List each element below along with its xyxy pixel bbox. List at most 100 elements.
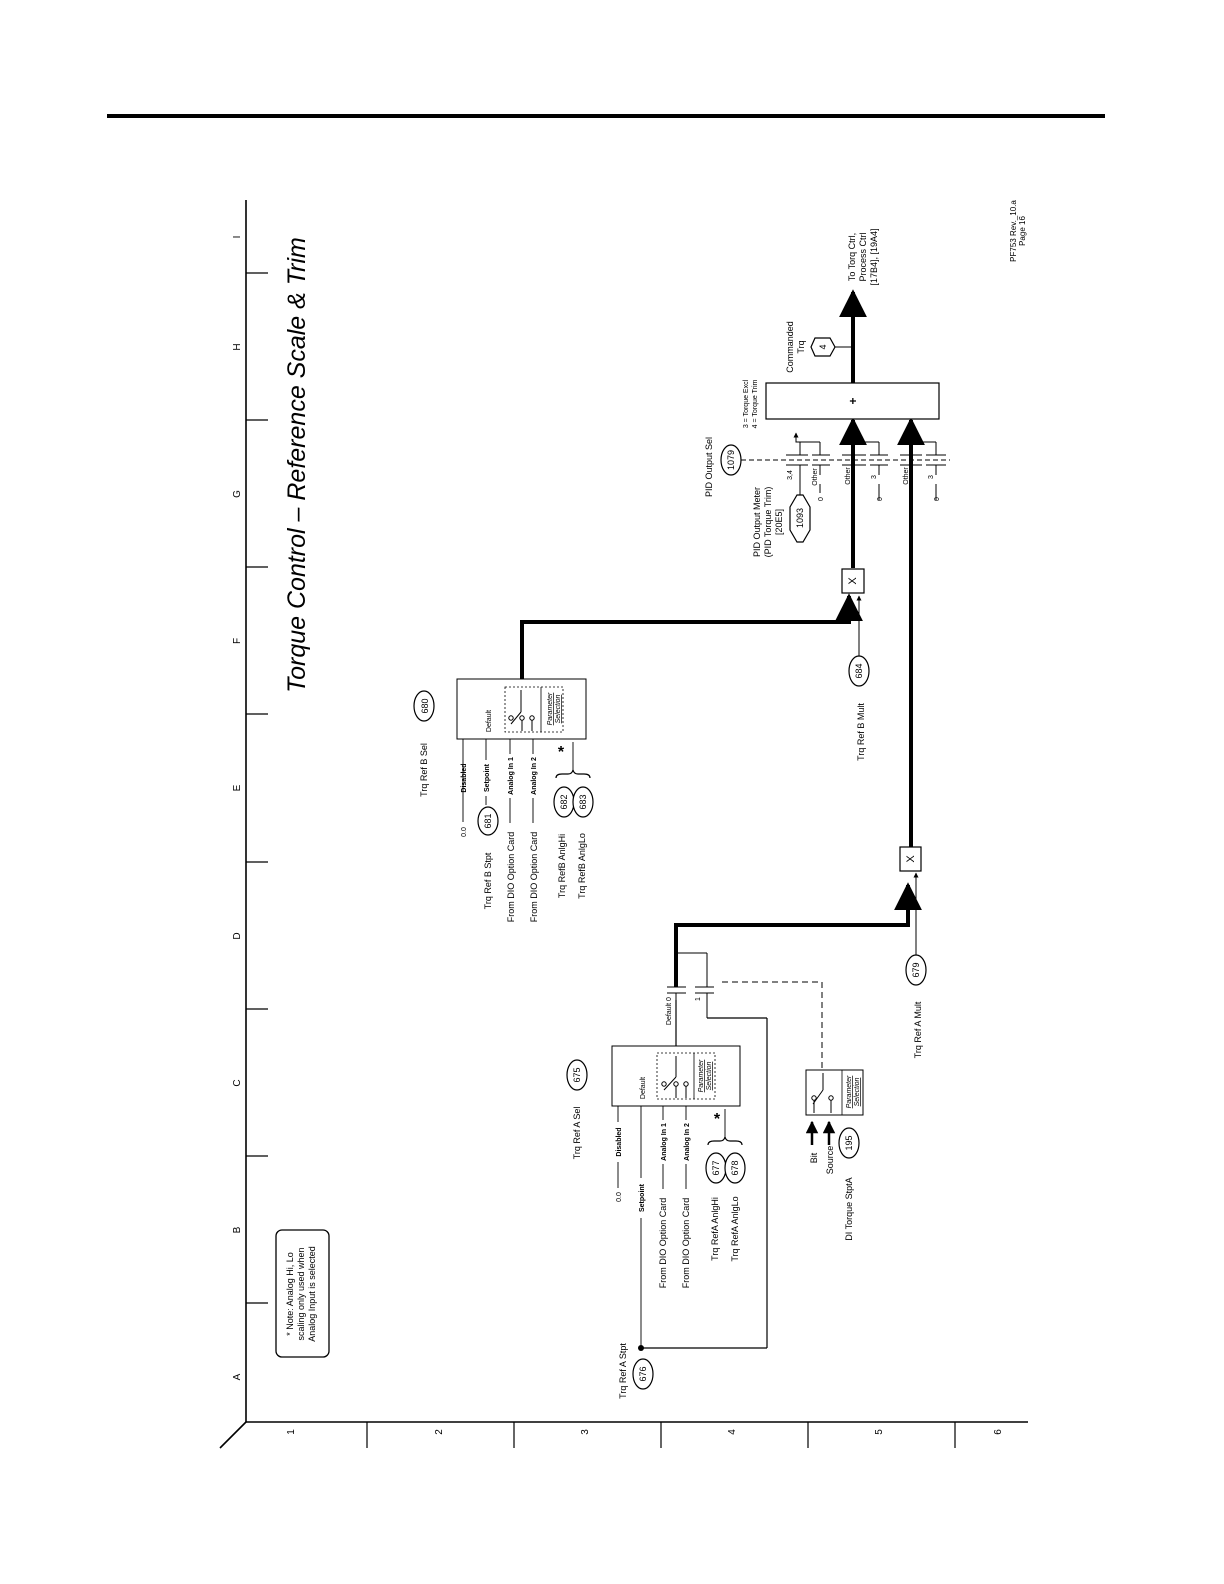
- di-torque-param-text: 195: [844, 1135, 854, 1150]
- ref-b-hi-param-text: 682: [559, 794, 569, 809]
- grid-row-5: 5: [874, 1429, 885, 1435]
- pid-zero-2: 0: [877, 497, 884, 501]
- ref-a-lo-param: [724, 1152, 746, 1184]
- page-title: Torque Control – Reference Scale & Trim: [283, 237, 311, 693]
- signal-paths: [520, 289, 925, 987]
- grid-col-b: B: [232, 1226, 243, 1233]
- ref-a-hi-param-text: 677: [711, 1160, 721, 1175]
- ref-a-mult-label: Trq Ref A Mult: [913, 1001, 923, 1058]
- ref-a-stpt-param: [632, 1358, 654, 1390]
- grid-col-h: H: [232, 343, 243, 350]
- ref-b-stpt-label: Trq Ref B Stpt: [483, 852, 493, 909]
- pid-meter-param-text: 1093: [795, 508, 805, 528]
- grid-col-g: G: [232, 490, 243, 498]
- grid-row-3: 3: [580, 1429, 591, 1435]
- pid-sel-param-text: 1079: [726, 450, 736, 470]
- ref-a-selector: Trq Ref A Sel 675 Parameter Selection De…: [566, 1045, 746, 1348]
- ref-b-param-sel-2: Selection: [555, 694, 562, 723]
- ref-a-stpt-param-text: 676: [638, 1366, 648, 1381]
- summer-symbol: +: [846, 397, 860, 404]
- ref-b-hi-label: Trq RefB AnlgHi: [557, 834, 567, 898]
- note-line-3: Analog Input is selected: [307, 1246, 317, 1342]
- ref-a-stpt-label: Trq Ref A Stpt: [618, 1343, 628, 1399]
- ref-b-stpt-param-text: 681: [483, 813, 493, 828]
- ref-b-zero: 0.0: [461, 827, 468, 837]
- ref-a-default: Default: [640, 1077, 647, 1099]
- pid-output-switches: 1093 PID Output Meter (PID Torque Trim) …: [704, 379, 950, 557]
- ref-a-multiplier-symbol: X: [905, 855, 917, 863]
- stpt-select-switch: Default 0 1: [666, 952, 823, 1070]
- ref-b-analog2: Analog In 2: [531, 757, 538, 795]
- pid-zero-1: 0: [818, 497, 825, 501]
- ref-b-mult-param-text: 684: [854, 663, 864, 678]
- ref-b-dio2: From DIO Option Card: [529, 832, 539, 923]
- ref-a-param-sel-1: Parameter: [698, 1059, 705, 1092]
- pid-three-2: 3: [871, 475, 878, 479]
- pid-legend-2: 4 = Torque Trim: [752, 379, 759, 428]
- ref-b-lo-param-text: 683: [578, 794, 588, 809]
- ref-b-sel-param: [413, 690, 435, 722]
- pid-other-3: Other: [903, 467, 910, 485]
- pid-meter-line-3: [20E5]: [774, 509, 784, 535]
- ref-a-sel-param: [566, 1059, 588, 1091]
- pid-other-1: Other: [812, 468, 819, 486]
- pid-meter-param: [789, 494, 811, 543]
- grid-col-f: F: [232, 638, 243, 644]
- ref-a-stpt-routing: 676 Trq Ref A Stpt: [618, 1017, 768, 1399]
- ref-a-setpoint: Setpoint: [639, 1183, 646, 1212]
- ref-a-dio1: From DIO Option Card: [658, 1198, 668, 1289]
- source-label: Source: [825, 1146, 835, 1175]
- ref-a-multiplier: [899, 846, 922, 872]
- dest-line-2: Process Ctrl: [858, 232, 868, 281]
- ref-b-mult-label: Trq Ref B Mult: [856, 703, 866, 761]
- ref-a-param-sel-2: Selection: [706, 1061, 713, 1090]
- ref-a-sel-param-text: 675: [572, 1067, 582, 1082]
- ref-b-setpoint: Setpoint: [484, 763, 491, 792]
- ref-b-multiplier: [841, 568, 865, 594]
- ref-a-analog2: Analog In 2: [684, 1123, 691, 1161]
- bit-source-selector: Parameter Selection Bit Source 195 DI To…: [805, 1069, 864, 1241]
- ref-b-brace: [555, 769, 591, 779]
- grid-row-1: 1: [286, 1429, 297, 1435]
- grid-col-i: I: [232, 236, 243, 239]
- grid-col-e: E: [232, 784, 243, 791]
- pid-sel-label: PID Output Sel: [704, 437, 714, 497]
- bit-source-box: [805, 1069, 864, 1116]
- ref-b-stpt-param: [477, 806, 499, 836]
- commanded-line-2: Trq: [796, 340, 806, 353]
- grid-frame: [219, 200, 1028, 1449]
- grid-col-a: A: [232, 1373, 243, 1380]
- ref-a-mult-param: [905, 954, 927, 986]
- ref-a-switch-frame: [656, 1052, 716, 1100]
- ref-a-sel-label: Trq Ref A Sel: [572, 1107, 582, 1160]
- pid-meter-line-1: PID Output Meter: [752, 487, 762, 557]
- ref-a-asterisk: *: [714, 1111, 721, 1128]
- ref-a-disabled: Disabled: [616, 1127, 623, 1156]
- pid-pos-34: 3,4: [787, 470, 794, 480]
- ref-a-zero: 0.0: [616, 1192, 623, 1202]
- ref-b-selector: Trq Ref B Sel 680 Parameter Selection De…: [413, 678, 594, 923]
- bit-source-param-sel-1: Parameter: [846, 1075, 853, 1108]
- ref-b-lo-param: [572, 786, 594, 818]
- di-torque-label: DI Torque StptA: [844, 1177, 854, 1240]
- note-box: [275, 1229, 330, 1358]
- revision-line-1: PF753 Rev._10.a: [1009, 200, 1018, 262]
- pid-meter-line-2: (PID Torque Trim): [763, 487, 773, 558]
- ref-a-analog1: Analog In 1: [661, 1123, 668, 1161]
- dest-line-1: To Torq Ctrl,: [847, 233, 857, 281]
- commanded-line-1: Commanded: [785, 321, 795, 373]
- ref-b-multiplier-symbol: X: [847, 577, 859, 585]
- ref-b-asterisk: *: [558, 744, 565, 761]
- ref-b-param-sel-1: Parameter: [547, 692, 554, 725]
- ref-b-mult-param: [848, 655, 870, 687]
- pid-legend-1: 3 = Torque Excl: [743, 379, 750, 428]
- note-line-1: * Note: Analog Hi, Lo: [285, 1252, 295, 1336]
- commanded-trq-param-text: 4: [818, 344, 828, 349]
- stpt-switch-pos1: 1: [695, 997, 702, 1001]
- bit-source-param-sel-2: Selection: [854, 1077, 861, 1106]
- note-line-2: scaling only used when: [296, 1247, 306, 1340]
- ref-a-stpt-junction: [638, 1345, 644, 1351]
- grid-row-6: 6: [993, 1429, 1004, 1435]
- pid-other-2: Other: [845, 467, 852, 485]
- dest-line-3: [17B4], [19A4]: [869, 228, 879, 285]
